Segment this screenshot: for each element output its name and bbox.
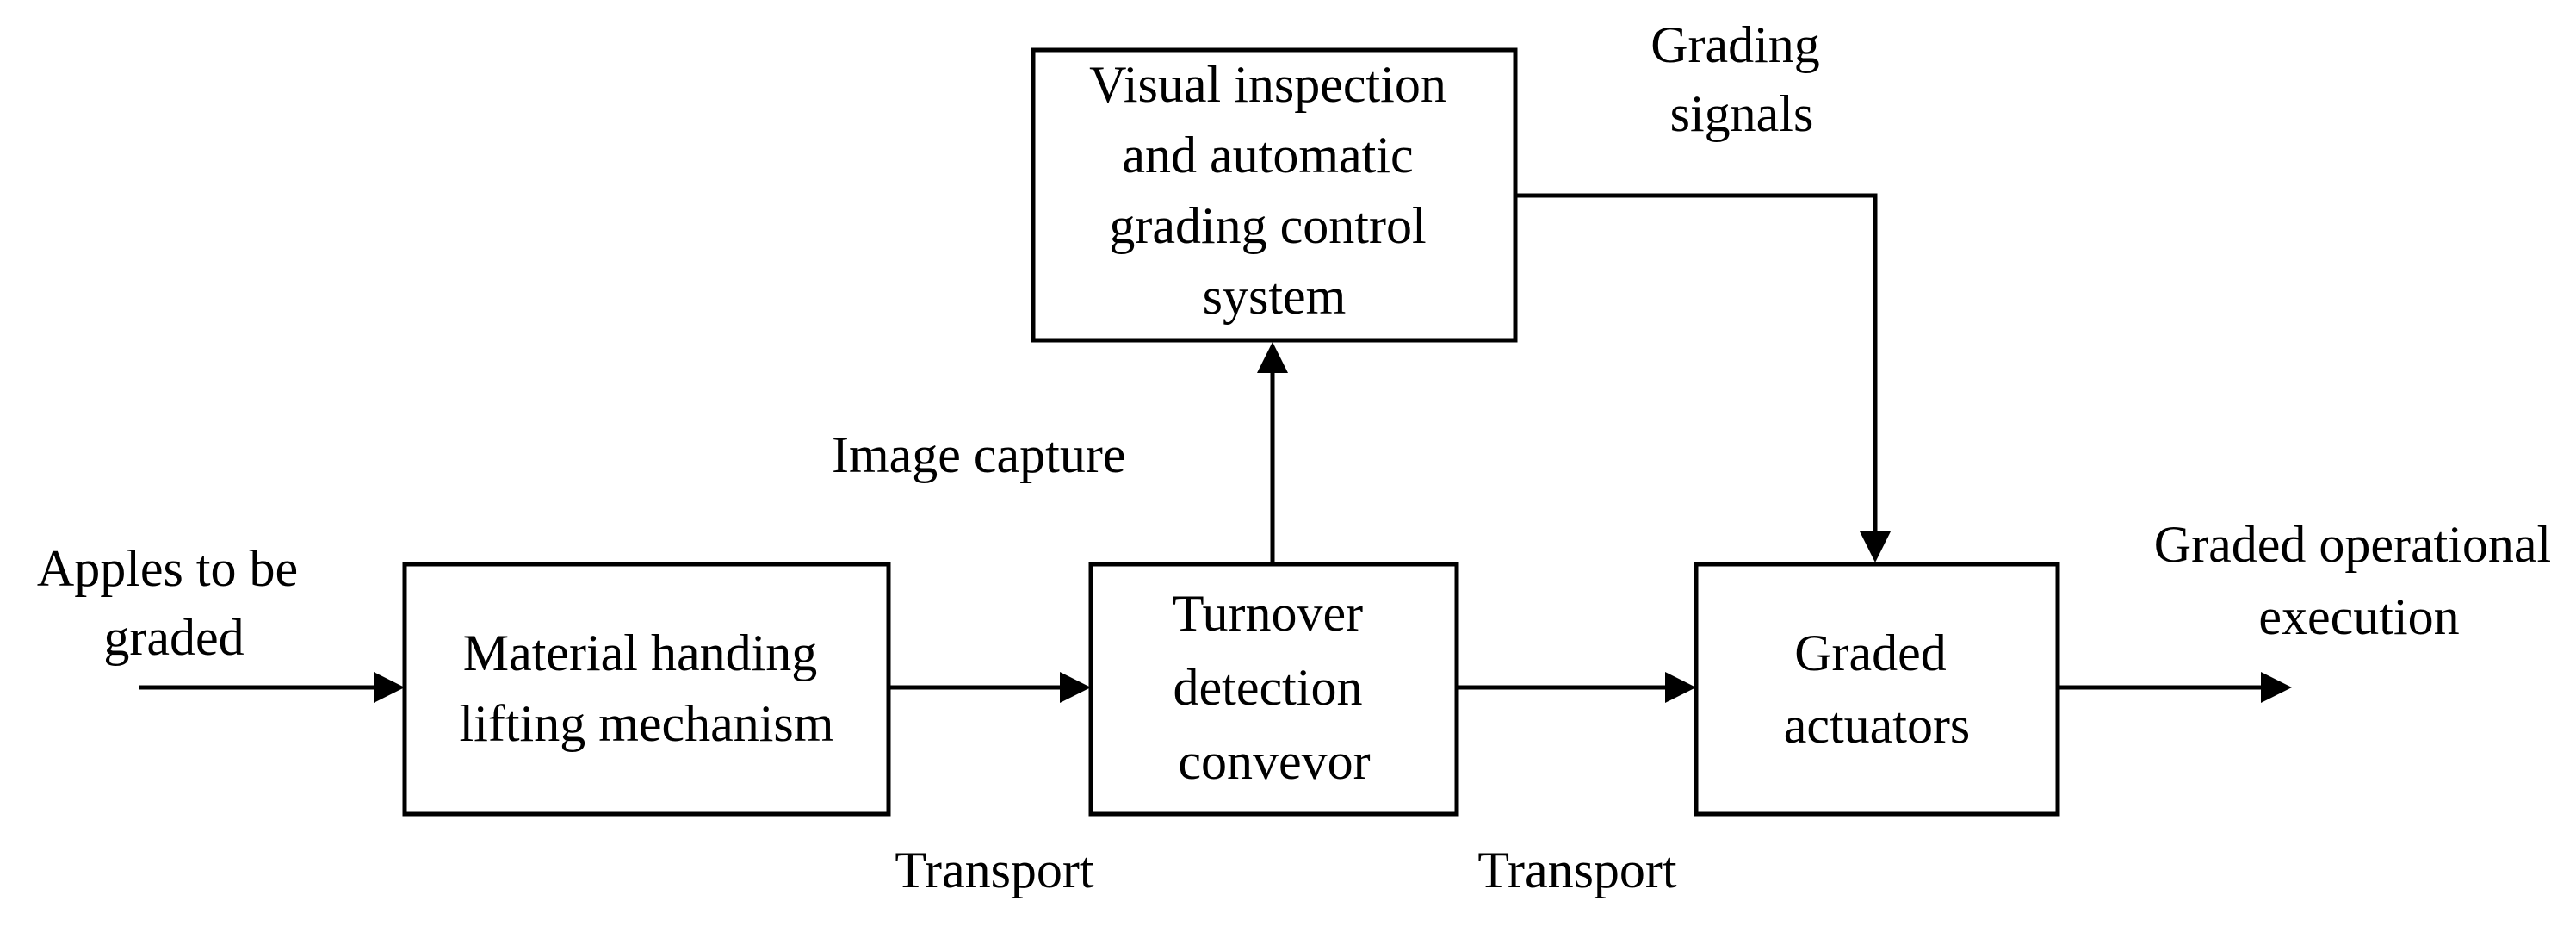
grading-signals-line-2: signals (1670, 85, 1814, 142)
input-arrow-head (374, 672, 405, 703)
output-label: Graded operational execution (2154, 516, 2564, 645)
output-line-2: execution (2258, 588, 2459, 645)
transport-1-line-1: Transport (895, 842, 1093, 898)
image-capture-label: Image capture (832, 426, 1125, 483)
graded-actuators-line-2: actuators (1784, 697, 1971, 754)
turnover-conveyor-text: Turnover detection convevor (1173, 585, 1376, 790)
graded-actuators-box (1694, 562, 2060, 817)
output-arrow-head (2261, 672, 2292, 703)
vision-system-box (1031, 47, 1518, 343)
turnover-conveyor-line-1: Turnover (1173, 585, 1363, 642)
apples-input-label: Apples to be graded (37, 540, 311, 666)
vision-system-line-1: Visual inspection (1089, 56, 1446, 113)
transport-label-1: Transport (895, 842, 1093, 898)
transport-2-line-1: Transport (1477, 842, 1676, 898)
material-handling-line-1: Material handing (463, 625, 818, 681)
grading-signal-arrow-line (1515, 193, 1878, 536)
transport-arrow-1-head (1060, 672, 1091, 703)
transport-label-2: Transport (1477, 842, 1676, 898)
material-handling-line-2: lifting mechanism (460, 695, 834, 752)
grading-signals-line-1: Grading (1650, 16, 1820, 73)
vision-system-text: Visual inspection and automatic grading … (1089, 56, 1459, 325)
graded-actuators-line-1: Graded (1794, 625, 1947, 681)
vision-system-line-3: grading control (1109, 197, 1426, 254)
vision-system-line-2: and automatic (1122, 127, 1413, 183)
output-line-1: Graded operational (2154, 516, 2551, 573)
material-handling-text: Material handing lifting mechanism (460, 625, 834, 752)
turnover-conveyor-box (1088, 562, 1459, 817)
image-capture-arrow-head (1257, 342, 1288, 373)
material-handling-box (402, 562, 891, 817)
vision-system-line-4: system (1203, 268, 1347, 325)
grading-signal-arrow-head (1860, 531, 1891, 562)
apples-input-line-2: graded (103, 609, 244, 666)
image-capture-line-1: Image capture (832, 426, 1125, 483)
turnover-conveyor-line-2: detection (1173, 659, 1363, 716)
grading-signals-label: Grading signals (1650, 16, 1833, 142)
transport-arrow-2-head (1665, 672, 1696, 703)
turnover-conveyor-line-3: convevor (1178, 733, 1370, 790)
apples-input-line-1: Apples to be (37, 540, 298, 597)
graded-actuators-text: Graded actuators (1784, 625, 1971, 754)
